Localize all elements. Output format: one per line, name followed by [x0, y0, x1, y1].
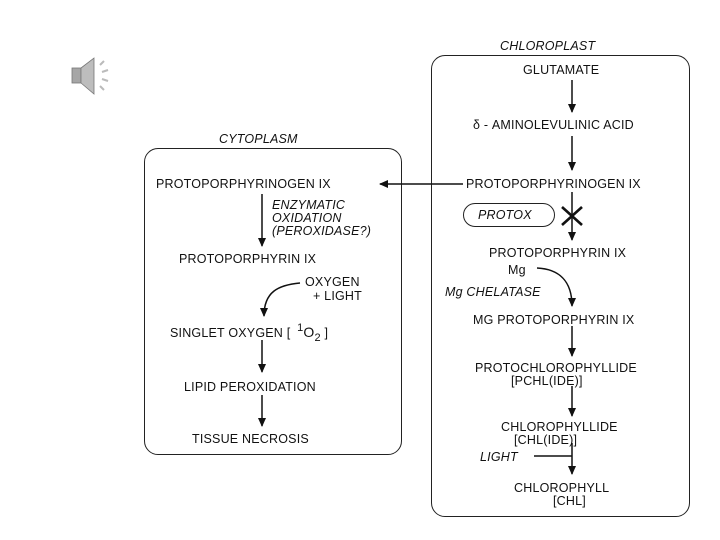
- chloroplast-compartment: [431, 55, 690, 517]
- node-glutamate: GLUTAMATE: [523, 63, 600, 77]
- arrow-mg-chelatase: [536, 267, 576, 307]
- node-chlorophyllide: CHLOROPHYLLIDE: [501, 420, 618, 434]
- process-peroxidase: (PEROXIDASE?): [272, 224, 372, 238]
- node-tissue-necrosis: TISSUE NECROSIS: [192, 432, 309, 446]
- protox-enzyme-outline: [463, 203, 555, 227]
- node-protochlorophyllide: PROTOCHLOROPHYLLIDE: [475, 361, 637, 375]
- node-lipid-peroxidation: LIPID PEROXIDATION: [184, 380, 316, 394]
- singlet-oxygen-o: O: [303, 324, 315, 340]
- singlet-oxygen-label: SINGLET OXYGEN [: [170, 326, 291, 340]
- singlet-oxygen-sub: 2: [314, 332, 321, 344]
- speaker-icon[interactable]: [70, 55, 120, 97]
- cytoplasm-label: CYTOPLASM: [219, 132, 298, 146]
- node-chlorophyllide-abbr: [CHL(IDE)]: [514, 433, 578, 447]
- singlet-oxygen-sup: 1: [297, 322, 304, 334]
- singlet-oxygen-close: ]: [324, 326, 329, 340]
- node-protoporphyrin-chloroplast: PROTOPORPHYRIN IX: [489, 246, 627, 260]
- arrow-oxygen-light: [260, 282, 301, 317]
- process-enzymatic: ENZYMATIC: [272, 198, 346, 212]
- node-protoporphyrinogen-chloroplast: PROTOPORPHYRINOGEN IX: [466, 177, 641, 191]
- node-mg-protoporphyrin: MG PROTOPORPHYRIN IX: [473, 313, 635, 327]
- node-singlet-oxygen: SINGLET OXYGEN [ 1O2 ]: [170, 322, 329, 344]
- process-oxidation: OXIDATION: [272, 211, 342, 225]
- chloroplast-label: CHLOROPLAST: [500, 39, 596, 53]
- enzyme-mg-chelatase: Mg CHELATASE: [445, 285, 541, 299]
- node-protoporphyrinogen-cytoplasm: PROTOPORPHYRINOGEN IX: [156, 177, 331, 191]
- node-chlorophyll-abbr: [CHL]: [553, 494, 586, 508]
- node-protoporphyrin-cytoplasm: PROTOPORPHYRIN IX: [179, 252, 317, 266]
- cytoplasm-compartment: [144, 148, 402, 455]
- input-oxygen: OXYGEN: [305, 275, 360, 289]
- node-protochlorophyllide-abbr: [PCHL(IDE)]: [511, 374, 583, 388]
- enzyme-protox: PROTOX: [478, 208, 532, 222]
- protox-inhibition-mark: [561, 206, 583, 226]
- cofactor-mg: Mg: [508, 263, 526, 277]
- input-light-chloroplast: LIGHT: [480, 450, 518, 464]
- node-aminolevulinic-acid: δ - AMINOLEVULINIC ACID: [473, 118, 634, 132]
- node-chlorophyll: CHLOROPHYLL: [514, 481, 610, 495]
- input-light-cytoplasm: + LIGHT: [313, 289, 362, 303]
